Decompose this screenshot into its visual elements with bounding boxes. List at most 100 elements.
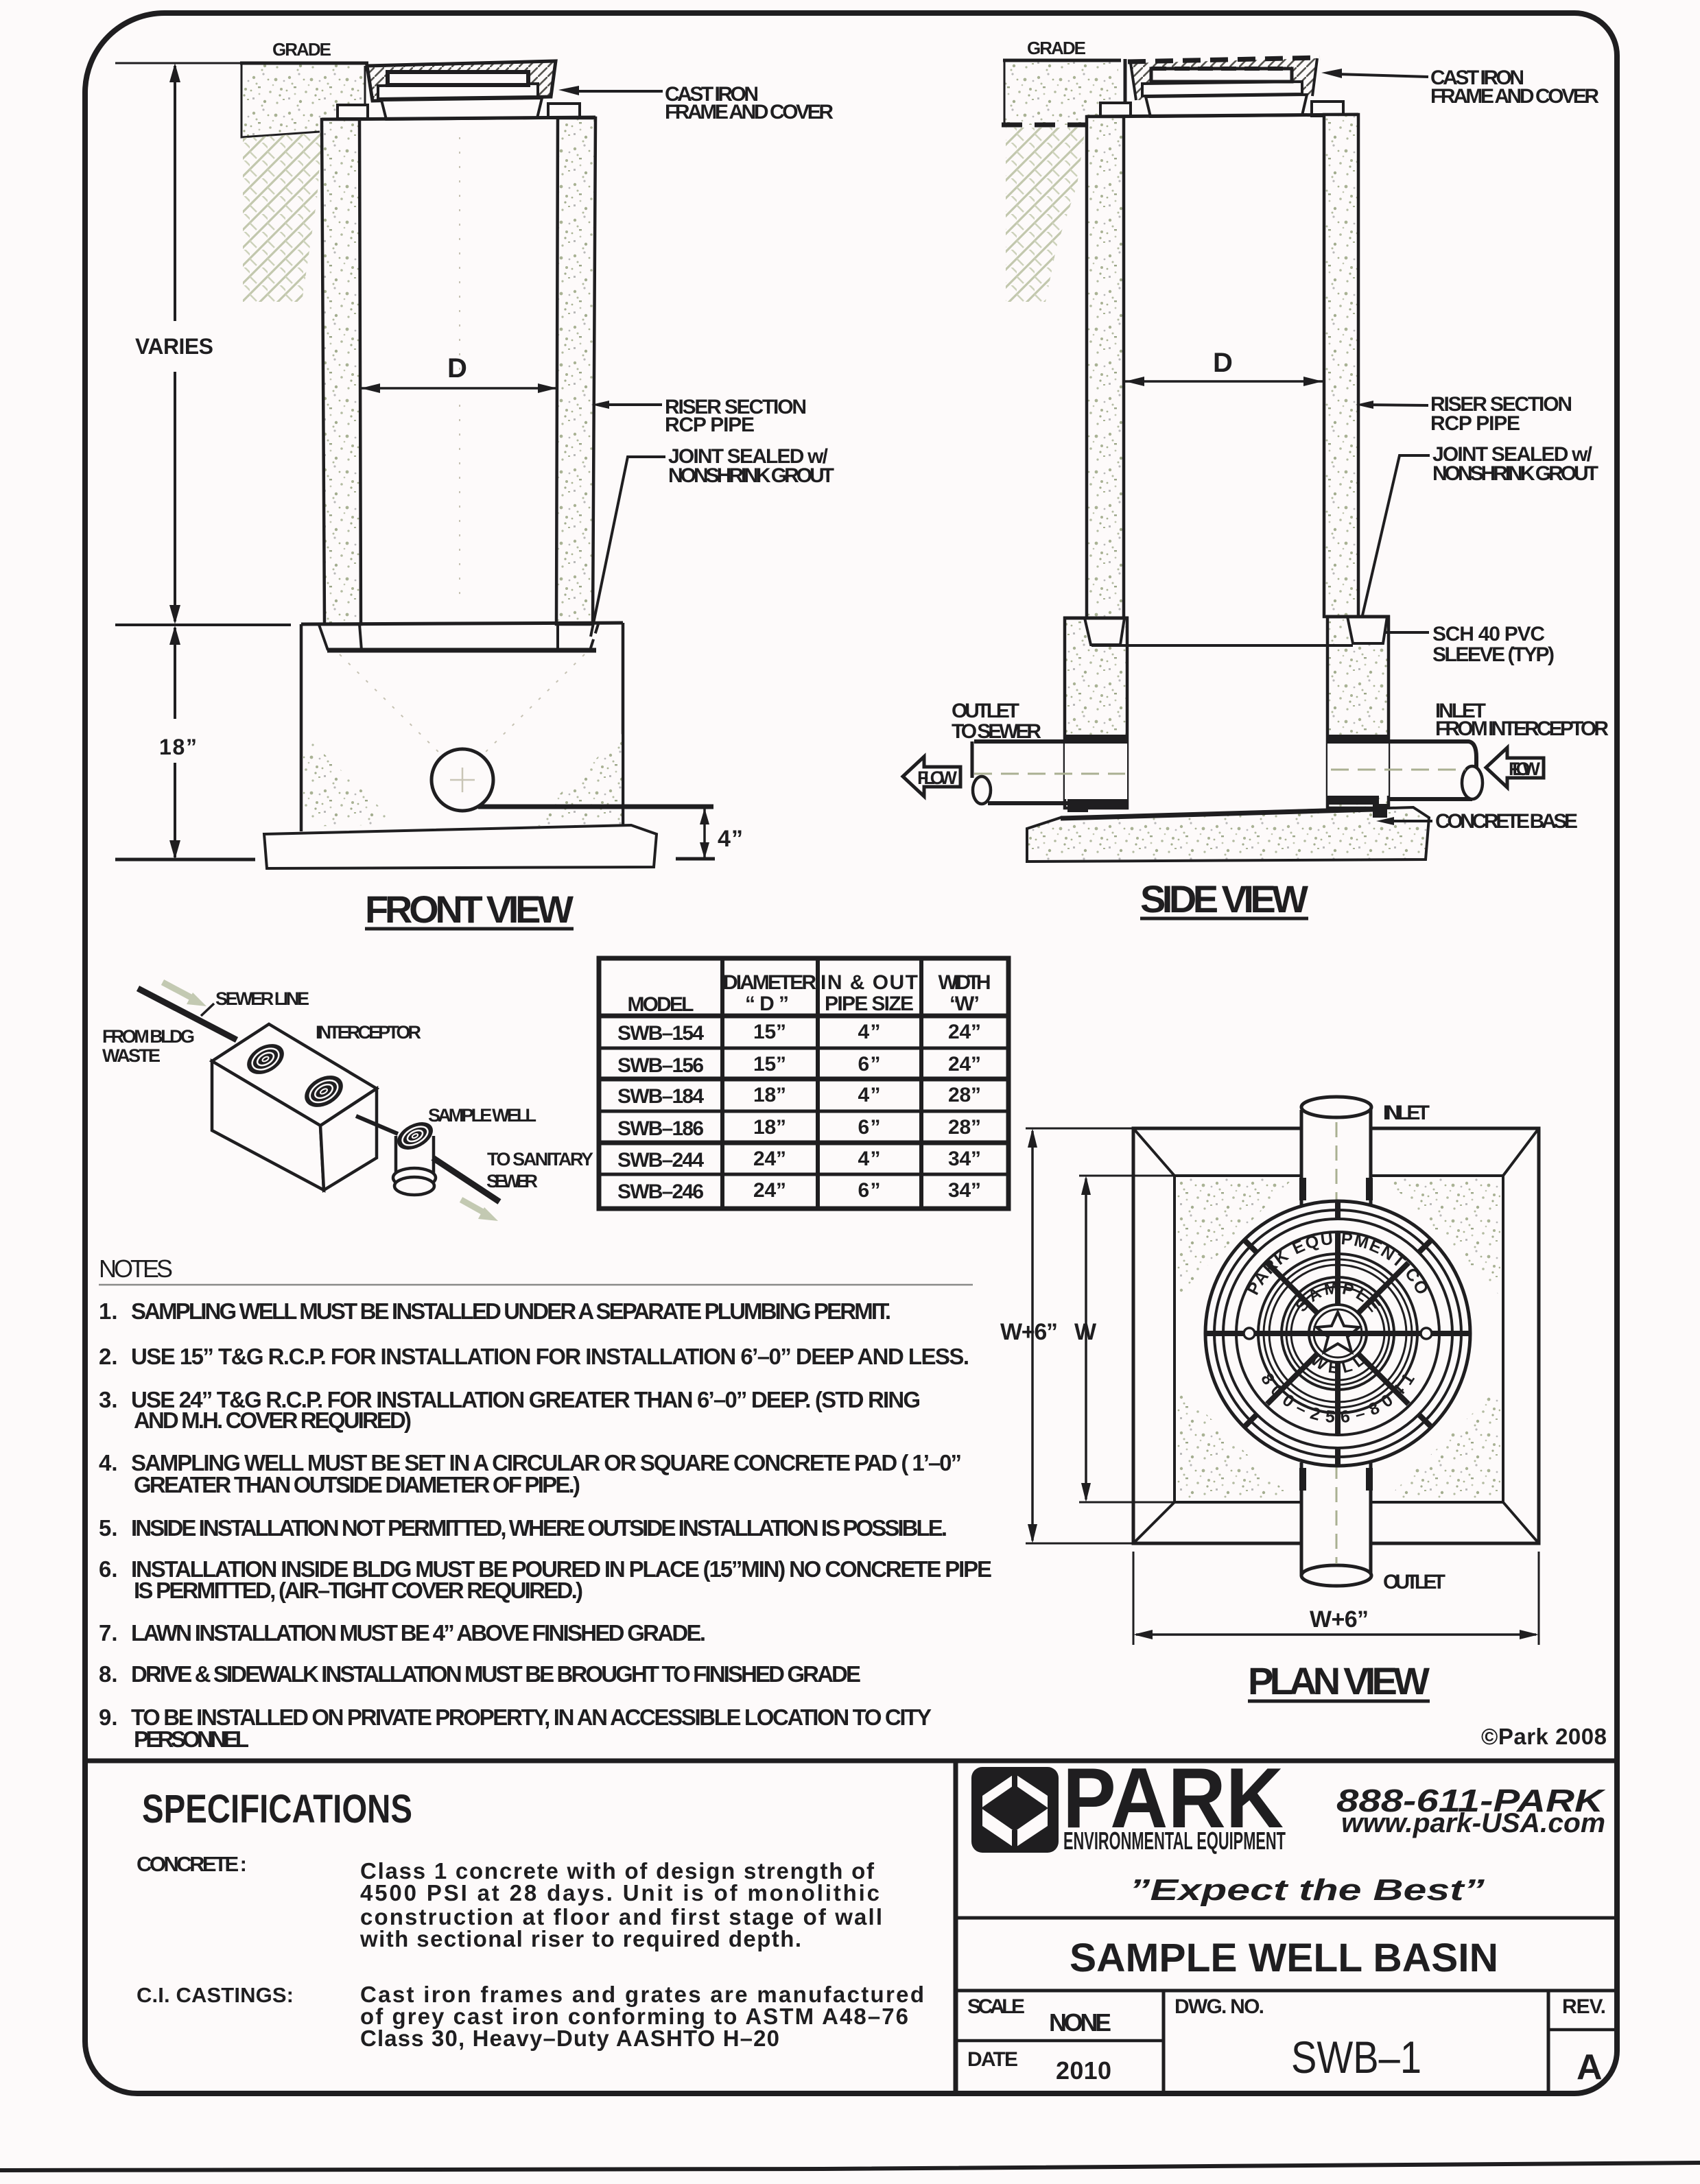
svg-text:4”: 4” <box>858 1021 881 1043</box>
svg-text:PIPE SIZE: PIPE SIZE <box>825 993 914 1015</box>
svg-text:JOINT SEALED w/: JOINT SEALED w/ <box>668 445 829 468</box>
svg-text:3.: 3. <box>99 1387 118 1412</box>
svg-text:SEWER: SEWER <box>486 1171 538 1191</box>
svg-text:“D”: “D” <box>745 993 789 1015</box>
svg-text:construction at floor and firs: construction at floor and first stage of… <box>360 1904 882 1930</box>
svg-text:WIDTH: WIDTH <box>938 971 991 994</box>
svg-text:24”: 24” <box>948 1021 981 1043</box>
svg-text:IS PERMITTED, (AIR–TIGHT COVER: IS PERMITTED, (AIR–TIGHT COVER REQUIRED.… <box>134 1578 583 1603</box>
svg-text:6”: 6” <box>858 1053 881 1076</box>
svg-text:SAMPLING WELL MUST BE SET IN A: SAMPLING WELL MUST BE SET IN A CIRCULAR … <box>131 1450 962 1475</box>
svg-text:RISER SECTION: RISER SECTION <box>1430 393 1572 416</box>
svg-text:TO SEWER: TO SEWER <box>952 720 1041 743</box>
svg-text:4”: 4” <box>858 1148 881 1170</box>
svg-text:SCALE: SCALE <box>967 1995 1025 2018</box>
svg-text:with sectional riser to requir: with sectional riser to required depth. <box>359 1926 801 1951</box>
svg-text:A: A <box>1577 2048 1603 2087</box>
svg-text:FLOW: FLOW <box>917 768 958 788</box>
svg-text:SAMPLE WELL: SAMPLE WELL <box>428 1105 536 1126</box>
svg-text:OUTLET: OUTLET <box>952 700 1019 722</box>
svg-text:INTERCEPTOR: INTERCEPTOR <box>316 1022 421 1043</box>
svg-text:2010: 2010 <box>1056 2056 1111 2085</box>
svg-text:15”: 15” <box>753 1021 786 1043</box>
svg-text:SWB–244: SWB–244 <box>617 1149 704 1172</box>
svg-text:28”: 28” <box>948 1084 981 1106</box>
svg-text:AND M.H. COVER REQUIRED): AND M.H. COVER REQUIRED) <box>134 1408 412 1433</box>
svg-text:6.: 6. <box>99 1556 118 1582</box>
svg-text:SAMPLING WELL MUST BE INSTALLE: SAMPLING WELL MUST BE INSTALLED UNDER A … <box>131 1298 891 1324</box>
svg-text:INSIDE INSTALLATION NOT PERMIT: INSIDE INSTALLATION NOT PERMITTED, WHERE… <box>131 1515 947 1541</box>
svg-text:”Expect the Best”: ”Expect the Best” <box>1129 1873 1485 1907</box>
svg-text:18”: 18” <box>159 735 197 759</box>
svg-text:SWB–1: SWB–1 <box>1291 2032 1421 2082</box>
svg-text:18”: 18” <box>753 1084 786 1106</box>
svg-text:6”: 6” <box>858 1116 881 1139</box>
svg-text:SEWER LINE: SEWER LINE <box>215 988 309 1009</box>
svg-text:DWG. NO.: DWG. NO. <box>1174 1995 1264 2018</box>
svg-text:REV.: REV. <box>1562 1995 1606 2018</box>
svg-text:9.: 9. <box>99 1705 118 1730</box>
svg-text:SWB–154: SWB–154 <box>617 1022 704 1045</box>
svg-text:INLET: INLET <box>1383 1102 1430 1124</box>
svg-text:IN & OUT: IN & OUT <box>821 971 918 994</box>
svg-text:FRAME AND COVER: FRAME AND COVER <box>1430 85 1599 108</box>
svg-text:W: W <box>1074 1319 1097 1345</box>
svg-text:USE 24” T&G R.C.P. FOR INSTALL: USE 24” T&G R.C.P. FOR INSTALLATION GREA… <box>131 1387 921 1412</box>
svg-text:RCP PIPE: RCP PIPE <box>1430 412 1520 435</box>
svg-text:4.: 4. <box>99 1450 118 1475</box>
svg-text:PERSONNEL: PERSONNEL <box>134 1726 249 1752</box>
svg-text:SIDE VIEW: SIDE VIEW <box>1140 877 1308 921</box>
svg-text:LAWN INSTALLATION MUST BE 4” A: LAWN INSTALLATION MUST BE 4” ABOVE FINIS… <box>131 1620 706 1646</box>
svg-text:OUTLET: OUTLET <box>1383 1571 1445 1593</box>
svg-text:34”: 34” <box>948 1179 981 1202</box>
svg-text:DIAMETER: DIAMETER <box>723 971 816 994</box>
svg-text:SCH 40 PVC: SCH 40 PVC <box>1432 623 1545 645</box>
svg-text:W+6”: W+6” <box>1310 1606 1369 1633</box>
svg-text:VARIES: VARIES <box>135 334 213 359</box>
svg-text:888-611-PARK: 888-611-PARK <box>1336 1783 1606 1818</box>
svg-text:5.: 5. <box>99 1515 118 1541</box>
svg-text:NOTES: NOTES <box>99 1255 173 1283</box>
svg-text:FRONT VIEW: FRONT VIEW <box>365 888 574 931</box>
svg-text:“W”: “W” <box>949 993 980 1015</box>
svg-text:CONCRETE :: CONCRETE : <box>137 1852 247 1876</box>
svg-text:DRIVE & SIDEWALK INSTALLATION: DRIVE & SIDEWALK INSTALLATION MUST BE BR… <box>131 1661 861 1687</box>
svg-text:GREATER THAN OUTSIDE DIAMETER: GREATER THAN OUTSIDE DIAMETER OF PIPE.) <box>134 1472 580 1497</box>
svg-text:2.: 2. <box>99 1344 118 1369</box>
svg-text:PLAN VIEW: PLAN VIEW <box>1248 1659 1430 1702</box>
svg-text:www.park-USA.com: www.park-USA.com <box>1341 1808 1605 1838</box>
svg-text:SAMPLE WELL BASIN: SAMPLE WELL BASIN <box>1070 1936 1498 1980</box>
svg-text:34”: 34” <box>948 1148 981 1170</box>
svg-text:24”: 24” <box>948 1053 981 1076</box>
svg-text:FROM BLDG: FROM BLDG <box>102 1026 195 1047</box>
svg-text:INLET: INLET <box>1435 700 1486 722</box>
svg-text:4500 PSI at 28 days. Unit is: 4500 PSI at 28 days. Unit is of monolith… <box>360 1880 879 1906</box>
svg-text:6”: 6” <box>858 1179 881 1202</box>
svg-text:INSTALLATION INSIDE BLDG MUST: INSTALLATION INSIDE BLDG MUST BE POURED … <box>131 1556 992 1582</box>
svg-text:©Park 2008: ©Park 2008 <box>1481 1724 1607 1749</box>
svg-text:NONSHRINK GROUT: NONSHRINK GROUT <box>1432 462 1598 485</box>
svg-text:NONE: NONE <box>1049 2008 1111 2037</box>
svg-text:C.I. CASTINGS:: C.I. CASTINGS: <box>137 1983 294 2007</box>
svg-text:NONSHRINK GROUT: NONSHRINK GROUT <box>668 464 834 487</box>
svg-text:7.: 7. <box>99 1620 118 1646</box>
svg-text:CAST IRON: CAST IRON <box>1430 67 1524 89</box>
svg-text:SWB–186: SWB–186 <box>617 1117 704 1140</box>
svg-text:FLOW: FLOW <box>1509 759 1541 779</box>
svg-text:4”: 4” <box>858 1084 881 1106</box>
svg-text:15”: 15” <box>753 1053 786 1076</box>
svg-text:USE 15” T&G R.C.P. FOR INSTALL: USE 15” T&G R.C.P. FOR INSTALLATION FOR … <box>131 1344 969 1369</box>
svg-text:1.: 1. <box>99 1298 118 1324</box>
svg-text:FRAME AND COVER: FRAME AND COVER <box>665 101 834 123</box>
svg-text:D: D <box>1213 348 1233 378</box>
svg-text:SWB–156: SWB–156 <box>617 1054 704 1077</box>
svg-text:RCP PIPE: RCP PIPE <box>665 414 755 436</box>
svg-text:SPECIFICATIONS: SPECIFICATIONS <box>142 1787 412 1831</box>
svg-text:SWB–246: SWB–246 <box>617 1180 704 1203</box>
svg-text:WASTE: WASTE <box>102 1045 161 1066</box>
svg-text:RISER SECTION: RISER SECTION <box>665 396 807 418</box>
svg-text:GRADE: GRADE <box>272 39 331 60</box>
svg-text:of grey cast iron conforming t: of grey cast iron conforming to ASTM A48… <box>360 2004 908 2029</box>
svg-text:8.: 8. <box>99 1661 118 1687</box>
svg-text:CONCRETE BASE: CONCRETE BASE <box>1435 810 1578 833</box>
